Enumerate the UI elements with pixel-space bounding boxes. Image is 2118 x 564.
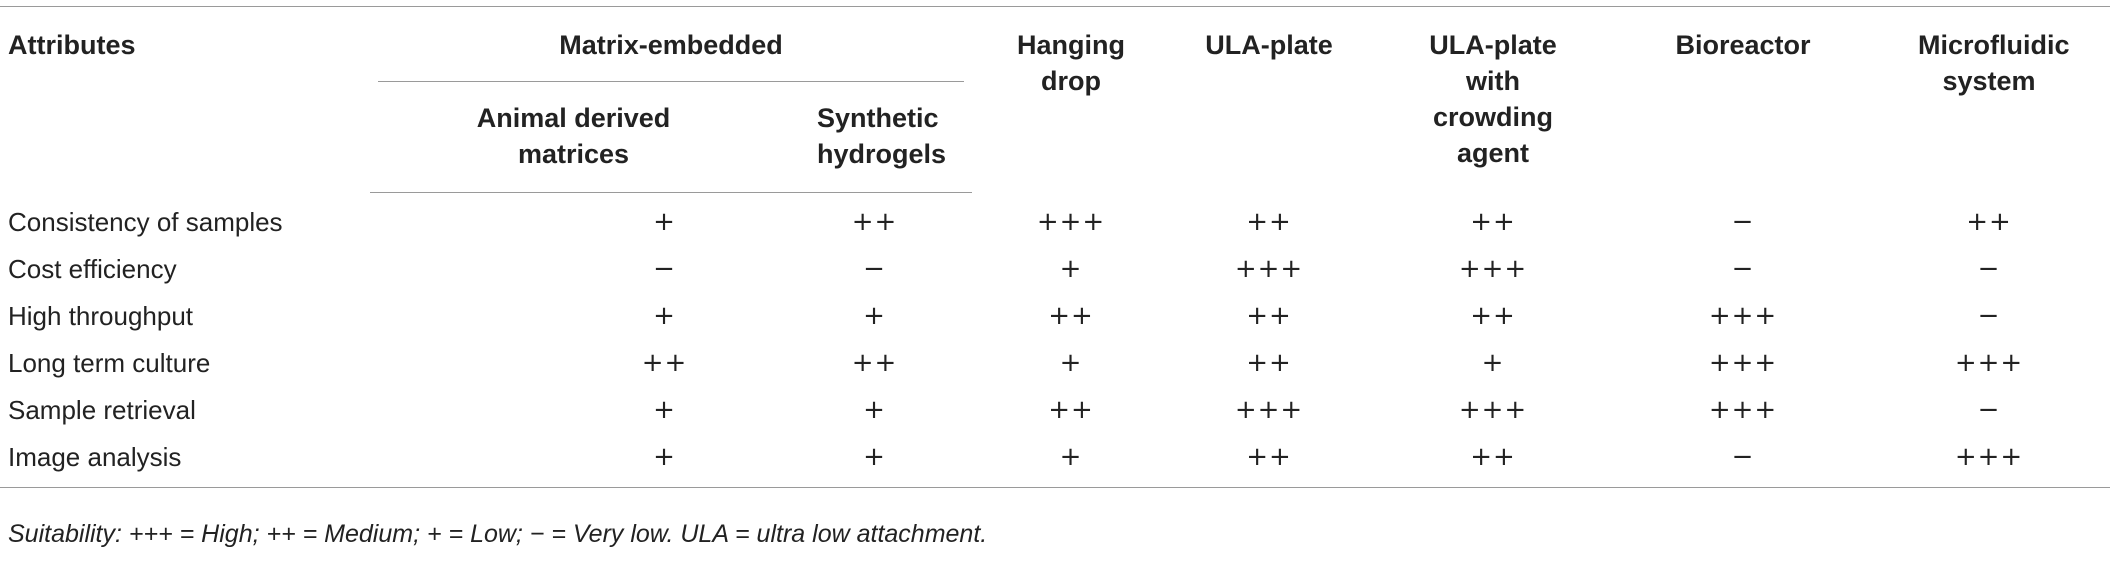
table-row: Sample retrieval+++++++++++++− [0, 387, 2110, 434]
rating-cell: − [1977, 254, 2001, 284]
rating-cell: − [863, 254, 886, 284]
rating-cell: +++ [1234, 395, 1304, 425]
rating-cell: +++ [1708, 301, 1778, 331]
matrix-embedded-label: Matrix-embedded [559, 30, 783, 60]
header-hanging-drop: Hanging drop [972, 6, 1171, 193]
row-attribute: Sample retrieval [8, 395, 196, 425]
table-footnote: Suitability: +++ = High; ++ = Medium; + … [8, 520, 988, 548]
rating-cell: − [653, 254, 676, 284]
rating-cell: ++ [1966, 206, 2012, 237]
rating-cell: ++ [1246, 206, 1292, 237]
table-row: Consistency of samples++++++++++−++ [0, 193, 2110, 247]
rating-cell: + [653, 207, 676, 237]
row-attribute: Long term culture [8, 348, 211, 378]
rating-cell: + [552, 434, 777, 488]
table-row: Image analysis+++++++−+++ [0, 434, 2111, 488]
matrix-embedded-underline [378, 81, 965, 82]
rating-cell: ++ [851, 207, 898, 237]
comparison-table: Attributes Matrix-embedded Hanging drop … [0, 6, 2111, 488]
table-header: Attributes Matrix-embedded Hanging drop … [0, 6, 2111, 193]
rating-cell: ++ [1246, 348, 1292, 378]
header-attributes: Attributes [0, 6, 370, 193]
header-animal-derived: Animal derived matrices [370, 82, 777, 193]
rating-cell: +++ [1036, 206, 1106, 237]
rating-cell: + [1481, 348, 1505, 378]
rating-cell: ++ [1470, 301, 1516, 331]
rating-cell: + [777, 434, 973, 488]
rating-cell: − [1731, 254, 1755, 284]
rating-cell: ++ [1246, 301, 1292, 331]
rating-cell: ++ [1470, 206, 1516, 237]
rating-cell: +++ [1234, 254, 1304, 284]
rating-cell: + [1059, 254, 1083, 284]
rating-cell: + [653, 395, 676, 425]
rating-cell: − [1977, 301, 2001, 331]
rating-cell: − [1977, 395, 2001, 425]
header-matrix-embedded: Matrix-embedded [370, 6, 973, 82]
row-attribute: Cost efficiency [8, 254, 177, 284]
rating-cell: ++ [1368, 434, 1619, 488]
rating-cell: +++ [1458, 395, 1528, 425]
table-row: Long term culture++++++++++++++ [0, 340, 2110, 387]
rating-cell: +++ [1458, 254, 1528, 284]
header-ula-plate-crowding: ULA-plate with crowding agent [1368, 6, 1619, 193]
rating-cell: + [653, 301, 676, 331]
rating-cell: +++ [1954, 348, 2024, 378]
row-attribute: Consistency of samples [8, 207, 283, 237]
row-attribute: Image analysis [0, 434, 552, 488]
rating-cell: +++ [1708, 395, 1778, 425]
header-microfluidic: Microfluidic system [1868, 6, 2111, 193]
header-ula-plate: ULA-plate [1170, 6, 1369, 193]
rating-cell: +++ [1868, 434, 2111, 488]
table-body: Consistency of samples++++++++++−++Cost … [0, 193, 2111, 488]
rating-cell: + [1059, 348, 1083, 378]
rating-cell: ++ [1048, 395, 1094, 425]
rating-cell: +++ [1708, 348, 1778, 378]
rating-cell: + [863, 301, 886, 331]
table-row: High throughput+++++++++++− [0, 293, 2110, 340]
table-row: Cost efficiency−−+++++++−− [0, 246, 2110, 293]
rating-cell: − [1731, 206, 1755, 237]
rating-cell: ++ [641, 348, 688, 378]
rating-cell: + [863, 395, 886, 425]
header-bioreactor: Bioreactor [1618, 6, 1869, 193]
rating-cell: + [972, 434, 1171, 488]
rating-cell: ++ [1170, 434, 1369, 488]
rating-cell: ++ [1048, 301, 1094, 331]
rating-cell: ++ [851, 348, 898, 378]
row-attribute: High throughput [8, 301, 194, 331]
rating-cell: − [1618, 434, 1869, 488]
header-synthetic-hydrogels: Synthetic hydrogels [777, 82, 973, 193]
